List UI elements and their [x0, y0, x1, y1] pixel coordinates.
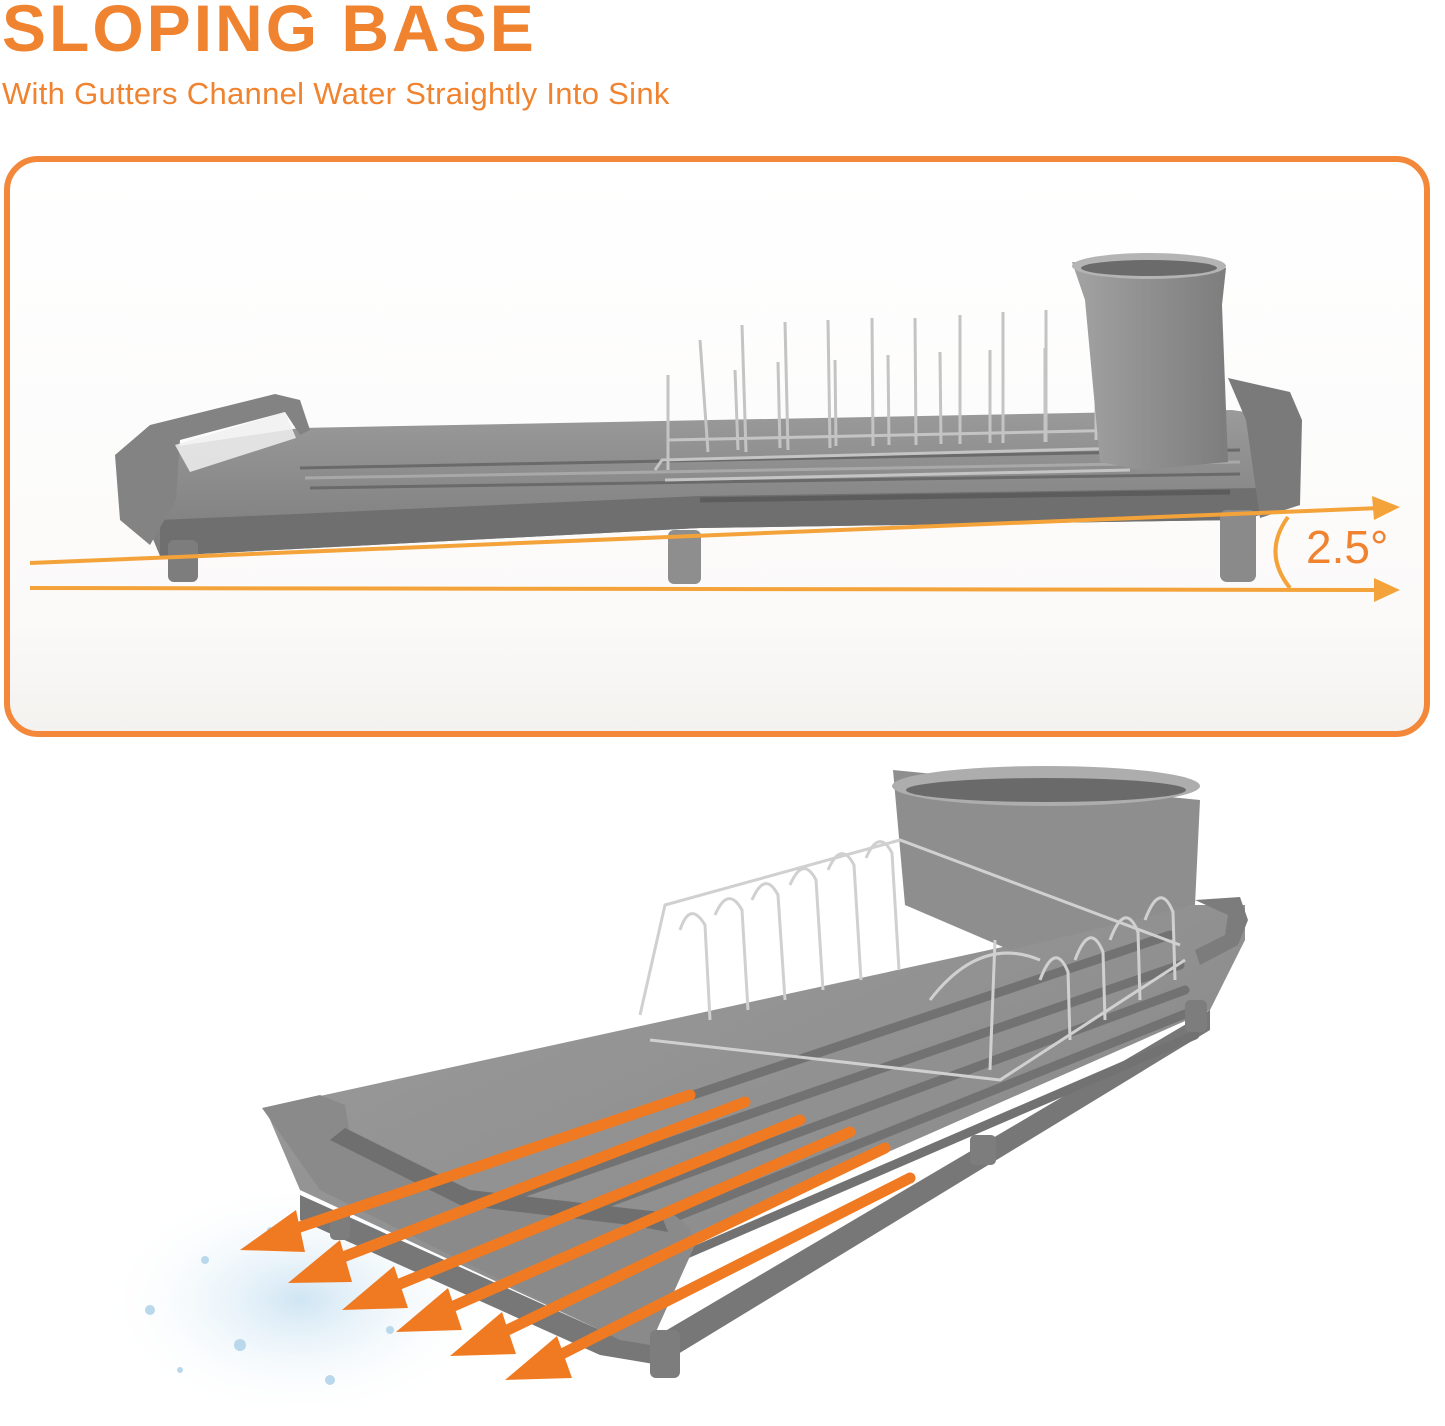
arrow-icon: [1372, 496, 1400, 520]
side-view-illustration: [29, 253, 1400, 602]
perspective-tray: [262, 897, 1248, 1378]
arrow-icon: [288, 1096, 751, 1283]
arrow-icon: [342, 1114, 806, 1310]
arrow-icon: [505, 1172, 916, 1380]
tray-legs: [168, 510, 1256, 584]
arrow-icon: [1374, 578, 1400, 602]
water-flow-arrows: [240, 1089, 916, 1380]
side-tray: [115, 378, 1302, 556]
side-utensil-cup: [1072, 253, 1228, 470]
perspective-utensil-cup: [892, 766, 1200, 950]
page-subtitle: With Gutters Channel Water Straightly In…: [2, 76, 670, 111]
perspective-dish-rack: [638, 838, 1186, 1082]
side-dish-rack: [653, 310, 1138, 482]
arrow-icon: [240, 1089, 696, 1252]
slope-indicator: [29, 496, 1400, 602]
arrow-icon: [396, 1126, 856, 1332]
arrow-icon: [450, 1142, 891, 1356]
page-title: SLOPING BASE: [2, 0, 537, 65]
slope-angle-label: 2.5°: [1306, 521, 1389, 573]
